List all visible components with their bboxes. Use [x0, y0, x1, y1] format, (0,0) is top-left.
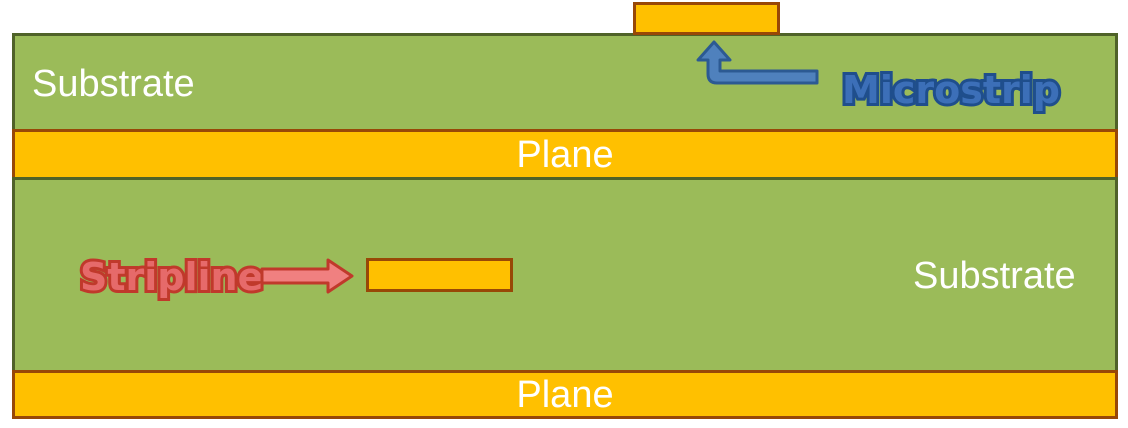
- bottom-substrate-layer: [12, 177, 1118, 373]
- middle-plane-layer: Plane: [12, 129, 1118, 180]
- stripline-trace: [366, 258, 513, 292]
- bottom-plane-layer: Plane: [12, 370, 1118, 419]
- microstrip-trace: [633, 2, 780, 35]
- bottom-plane-label: Plane: [516, 373, 614, 416]
- bottom-substrate-label: Substrate: [913, 255, 1076, 297]
- stripline-label: Stripline: [77, 255, 266, 299]
- microstrip-arrow-icon: [696, 40, 819, 85]
- microstrip-label: Microstrip: [839, 68, 1063, 112]
- top-substrate-layer: [12, 33, 1118, 132]
- top-substrate-label: Substrate: [32, 63, 195, 105]
- stripline-arrow-icon: [260, 258, 354, 294]
- middle-plane-label: Plane: [516, 133, 614, 176]
